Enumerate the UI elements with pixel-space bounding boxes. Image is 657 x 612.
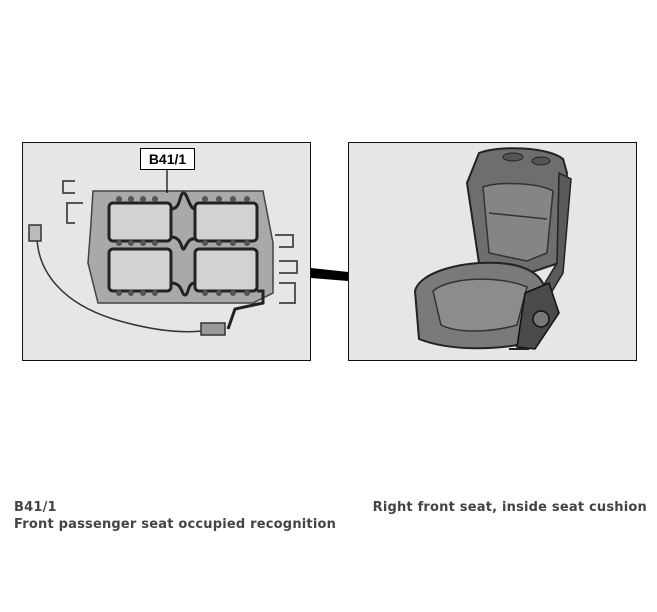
sensor-mat-drawing bbox=[28, 170, 298, 336]
callout-label: B41/1 bbox=[140, 148, 195, 170]
seat-illustration bbox=[348, 142, 637, 361]
component-description: Front passenger seat occupied recognitio… bbox=[14, 517, 337, 532]
component-location: Right front seat, inside seat cushion bbox=[372, 500, 647, 515]
sensor-mat-illustration: B41/1 bbox=[22, 142, 311, 361]
seat-drawing bbox=[413, 147, 572, 350]
component-code: B41/1 bbox=[14, 500, 57, 515]
